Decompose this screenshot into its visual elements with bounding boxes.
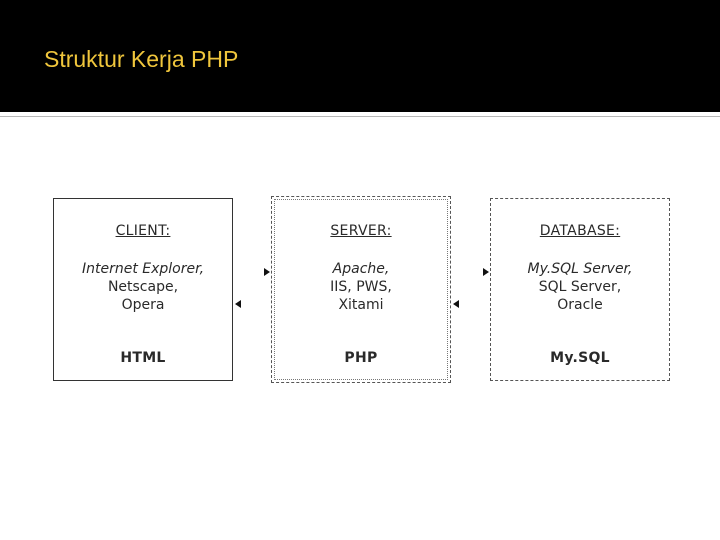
client-box: CLIENT: Internet Explorer, Netscape, Ope…: [53, 198, 233, 381]
database-heading: DATABASE:: [539, 223, 621, 239]
database-to-server-arrow: [453, 300, 459, 308]
client-heading: CLIENT:: [115, 223, 171, 239]
database-item: My.SQL Server,: [527, 261, 633, 277]
client-to-server-arrow: [264, 268, 270, 276]
server-to-client-arrow: [235, 300, 241, 308]
client-item: Opera: [121, 297, 165, 313]
title-bar: Struktur Kerja PHP: [0, 0, 720, 112]
client-items: Internet Explorer, Netscape, Opera: [54, 260, 232, 314]
client-item: Internet Explorer,: [81, 261, 205, 277]
server-box: SERVER: Apache, IIS, PWS, Xitami PHP: [271, 196, 451, 383]
server-item: Apache,: [332, 261, 390, 277]
server-item: Xitami: [338, 297, 384, 313]
database-items: My.SQL Server, SQL Server, Oracle: [491, 260, 669, 314]
server-items: Apache, IIS, PWS, Xitami: [272, 260, 450, 314]
server-item: IIS, PWS,: [330, 279, 392, 295]
client-item: Netscape,: [107, 279, 179, 295]
slide-title: Struktur Kerja PHP: [44, 46, 239, 72]
server-heading: SERVER:: [330, 223, 392, 239]
server-to-database-arrow: [483, 268, 489, 276]
client-tech: HTML: [120, 350, 166, 366]
database-box: DATABASE: My.SQL Server, SQL Server, Ora…: [490, 198, 670, 381]
title-divider: [0, 116, 720, 117]
database-tech: My.SQL: [550, 350, 610, 366]
database-item: SQL Server,: [538, 279, 622, 295]
database-item: Oracle: [557, 297, 603, 313]
server-tech: PHP: [344, 350, 378, 366]
